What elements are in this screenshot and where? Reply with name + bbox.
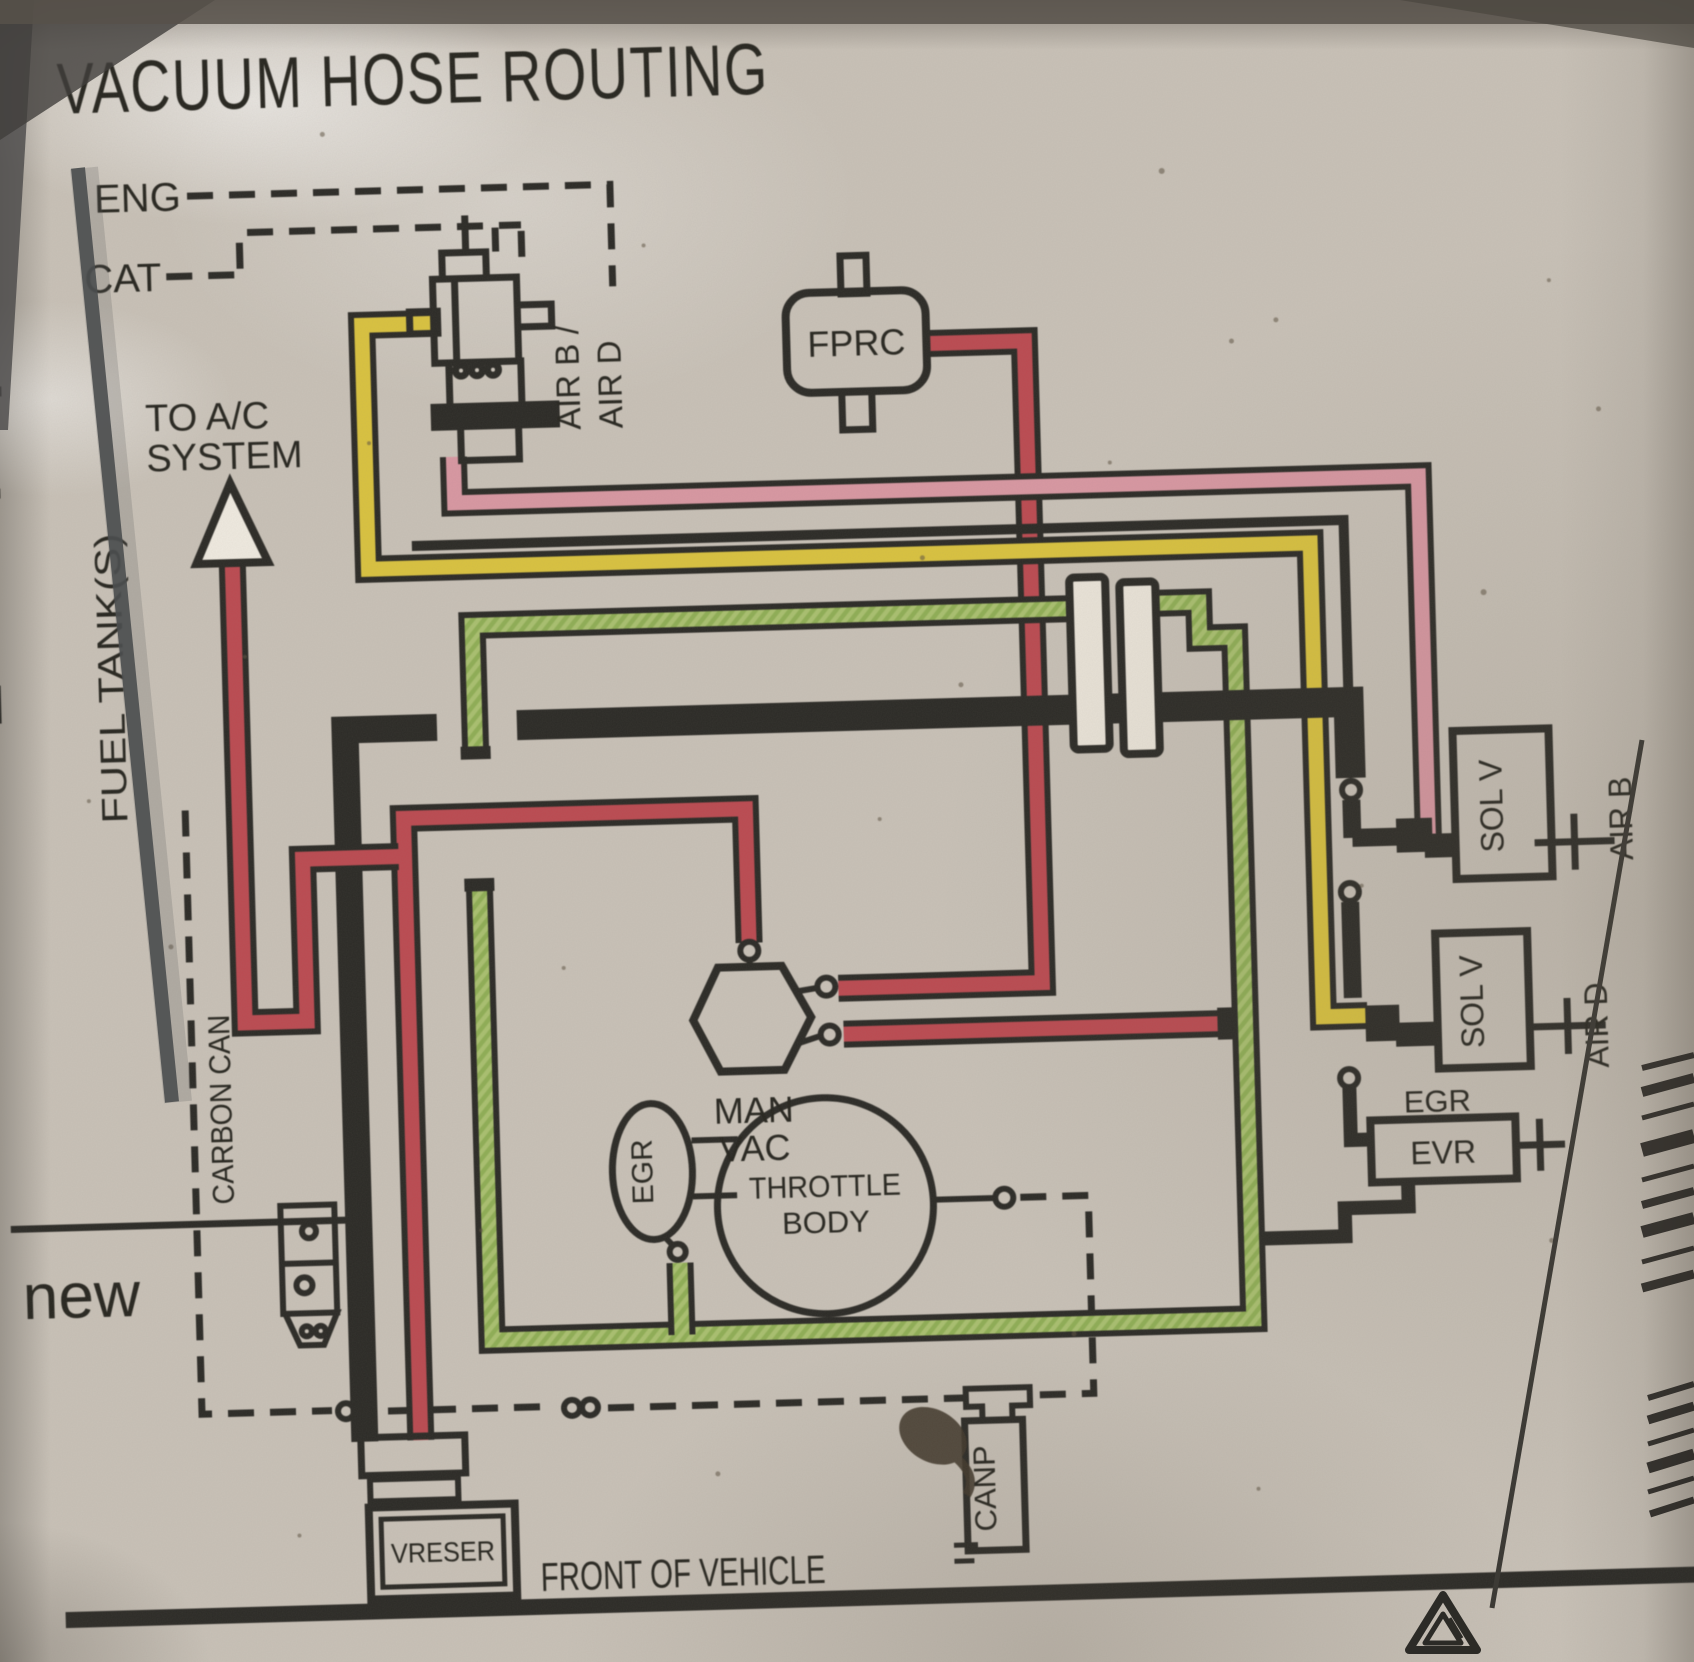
photo-top-strip [0,0,1694,24]
photo-top-right-shadow [1400,0,1694,48]
right-sticker-edge-line [1489,739,1645,1609]
left-label-edge-shadow [70,166,192,1104]
left-label-edge [71,167,179,1103]
recycle-triangle-icon [1405,1591,1481,1654]
barcode [1640,1052,1694,1518]
photo-top-left-shadow [0,0,215,140]
